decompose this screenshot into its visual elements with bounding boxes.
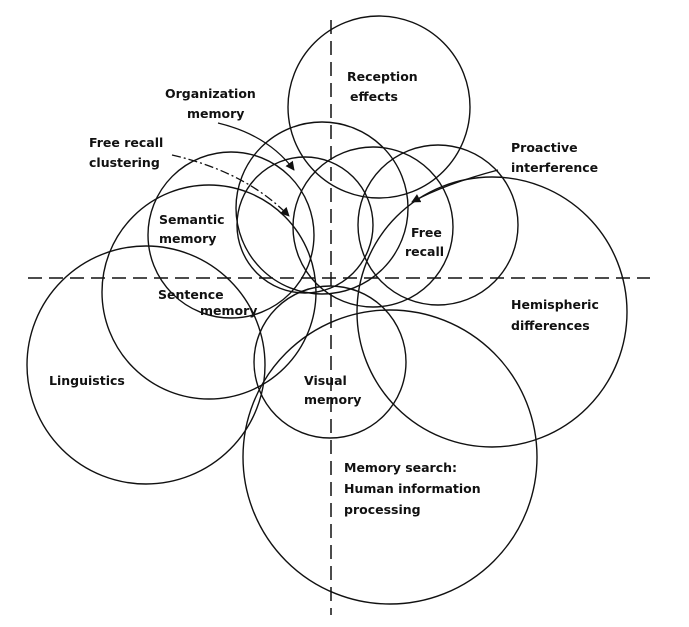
label-hemispheric-differences: Hemispheric differences: [511, 297, 603, 333]
circle-free-recall-clustering: [147, 151, 315, 319]
label-reception-effects: Reception effects: [347, 69, 422, 104]
circle-visual-memory: [253, 285, 407, 439]
circle-hemispheric-differences: [356, 176, 628, 448]
label-linguistics: Linguistics: [49, 373, 125, 388]
arrow-organization-memory: [217, 122, 295, 171]
label-sentence-memory: Sentence memory: [158, 287, 257, 318]
label-visual-memory: Visual memory: [304, 373, 361, 407]
label-organization-memory: Organization memory: [165, 86, 260, 121]
label-proactive-interference: Proactive interference: [511, 140, 598, 175]
label-free-recall-clustering: Free recall clustering: [89, 135, 168, 170]
circle-reception-effects: [287, 15, 471, 199]
arrow-proactive-interference: [411, 169, 499, 203]
circle-memory-search: [242, 309, 538, 605]
circle-proactive-interference: [292, 146, 454, 308]
label-semantic-memory: Semantic memory: [159, 212, 229, 246]
circle-free-recall: [357, 144, 519, 306]
label-free-recall: Free recall: [405, 225, 446, 259]
arrow-free-recall-clustering: [171, 154, 290, 217]
circle-semantic-memory: [236, 156, 374, 294]
circle-sentence-memory: [101, 184, 317, 400]
label-memory-search: Memory search: Human information process…: [344, 460, 485, 517]
circle-organization-memory: [235, 121, 409, 295]
circle-linguistics: [26, 245, 266, 485]
